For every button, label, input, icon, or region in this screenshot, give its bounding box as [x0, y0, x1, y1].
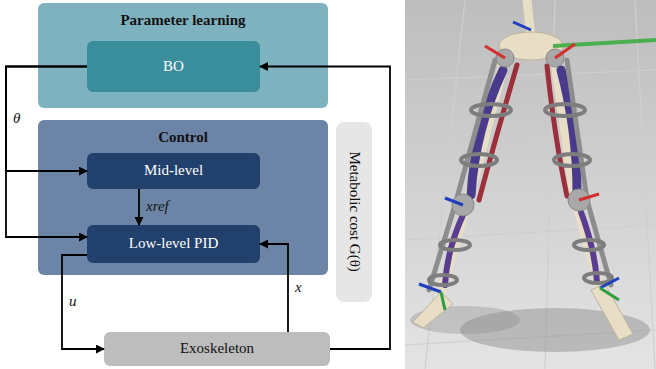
exo-ring: [574, 240, 604, 250]
axis-line: [555, 44, 575, 58]
axis-line: [441, 292, 445, 310]
signal-arrow: [62, 255, 104, 349]
signal-arrow: [138, 189, 140, 225]
signal-arrow: [6, 67, 87, 238]
exo-ring: [554, 154, 590, 166]
grid-line: [405, 70, 656, 80]
exo-ring: [471, 104, 511, 116]
process-box: BO: [87, 41, 260, 92]
grid-line: [635, 0, 655, 369]
grid-line: [405, 138, 656, 150]
group-band: Parameter learningBO: [38, 3, 328, 108]
axis-line: [600, 288, 619, 300]
exo-bar: [455, 60, 495, 205]
signal-label-holder: θ: [13, 109, 20, 127]
node-label: Low-level PID: [129, 235, 219, 252]
group-title: Control: [38, 129, 328, 146]
axis-line: [600, 278, 619, 288]
signal-label-holder: u: [69, 292, 77, 310]
axis-line: [553, 40, 656, 46]
muscle: [547, 66, 567, 196]
node-label: Mid-level: [144, 162, 203, 179]
axis-line: [419, 284, 441, 292]
muscle: [479, 65, 517, 200]
signal-arrow: [6, 67, 87, 172]
plant-box: Exoskeleton: [104, 332, 330, 366]
signal-label: u: [69, 293, 77, 309]
exo-ring: [429, 275, 457, 285]
signal-label: x: [295, 279, 302, 295]
axis-line: [485, 46, 505, 58]
axis-line: [445, 198, 463, 205]
signal-arrow: [260, 244, 288, 332]
axis-line: [579, 194, 599, 200]
node-label: BO: [163, 58, 184, 75]
exoskeleton-illustration: [405, 0, 656, 369]
exo-ring: [545, 104, 585, 116]
floor: [405, 0, 656, 369]
exo-ring: [440, 240, 470, 250]
signal-label: θ: [13, 110, 20, 126]
group-title: Parameter learning: [38, 12, 328, 29]
signal-tag: Metabolic cost G(θ): [336, 122, 372, 302]
signal-label-holder: x: [295, 278, 302, 296]
node-label: Exoskeleton: [180, 340, 254, 357]
floor-grid: [405, 0, 656, 369]
process-box: Mid-level: [87, 153, 260, 189]
axis-line: [513, 22, 531, 30]
foot-bone: [591, 284, 633, 340]
node-label: Metabolic cost G(θ): [345, 152, 362, 272]
signal-arrow: [260, 67, 390, 350]
process-box: Low-level PID: [87, 225, 260, 263]
exo-bar: [567, 60, 587, 200]
exo-ring: [461, 154, 497, 166]
exo-ring: [584, 273, 612, 283]
signal-label: xref: [146, 198, 169, 214]
foot-bone: [413, 292, 453, 328]
group-band: ControlMid-levelLow-level PID: [38, 120, 328, 275]
signal-label-holder: xref: [146, 197, 169, 215]
